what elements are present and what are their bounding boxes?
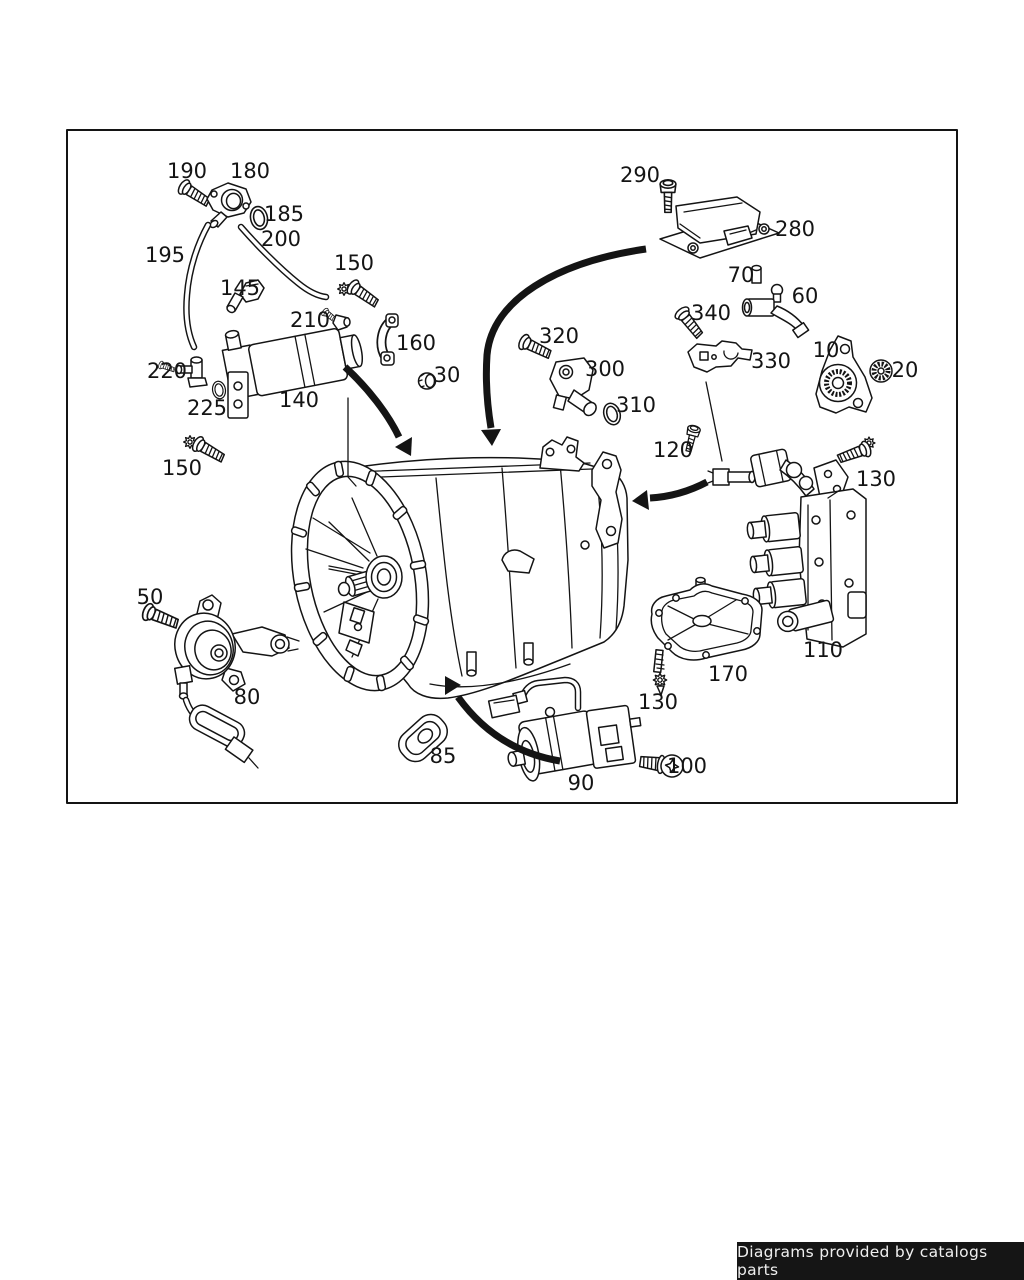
- pin-70: [751, 264, 762, 284]
- watermark-text: Diagrams provided by catalogs parts: [737, 1243, 988, 1279]
- sensor-300: [549, 357, 597, 417]
- part-label-290: 290: [620, 163, 660, 187]
- part-label-185: 185: [264, 202, 304, 226]
- reservoir-assembly: [157, 177, 437, 487]
- part-label-130-bottom: 130: [638, 690, 678, 714]
- solenoid-4: [777, 599, 835, 633]
- shift-actuator: [707, 448, 849, 501]
- screw-130-bottom: [652, 648, 668, 696]
- part-label-310: 310: [616, 393, 656, 417]
- part-label-340: 340: [691, 301, 731, 325]
- detent-bracket: [338, 601, 375, 657]
- part-label-150-bottom: 150: [162, 456, 202, 480]
- lever-60: [741, 283, 810, 339]
- part-label-110: 110: [803, 638, 843, 662]
- part-label-225: 225: [187, 396, 227, 420]
- part-label-90: 90: [568, 771, 595, 795]
- part-label-145: 145: [220, 276, 260, 300]
- part-label-300: 300: [585, 357, 625, 381]
- part-label-85: 85: [430, 744, 457, 768]
- transmission-housing: [290, 436, 629, 700]
- bracket-330: [687, 340, 753, 373]
- pointer-line-140: [347, 397, 357, 487]
- rear-mount-bracket: [591, 451, 623, 549]
- cover-plate-170: [650, 576, 763, 661]
- part-label-170: 170: [708, 662, 748, 686]
- guide-sleeve-180: [206, 182, 252, 229]
- control-module-assembly: [659, 179, 893, 462]
- nut-20: [869, 359, 893, 383]
- part-label-70: 70: [728, 263, 755, 287]
- watermark-bar: Diagrams provided by catalogs parts: [737, 1242, 1024, 1280]
- fitting-220: [157, 356, 208, 388]
- output-flange-10: [815, 335, 873, 414]
- part-label-10: 10: [813, 338, 840, 362]
- part-label-130-top: 130: [856, 467, 896, 491]
- flange-bolt-slots: [290, 460, 430, 692]
- fitting-210: [320, 306, 351, 331]
- part-label-210: 210: [290, 308, 330, 332]
- speed-sensor-assembly: [515, 332, 702, 454]
- part-label-50: 50: [137, 585, 164, 609]
- part-label-195: 195: [145, 243, 185, 267]
- part-label-60: 60: [792, 284, 819, 308]
- part-labels: 190 180 185 200 195 150 145 210 160 30 2…: [137, 159, 919, 795]
- part-label-80: 80: [234, 685, 261, 709]
- part-label-330: 330: [751, 349, 791, 373]
- input-shaft: [328, 555, 403, 599]
- torx-screw-100: [638, 754, 684, 778]
- pointer-line-330: [705, 381, 723, 462]
- plug-30: [417, 372, 437, 390]
- part-label-280: 280: [775, 217, 815, 241]
- part-label-180: 180: [230, 159, 270, 183]
- part-label-20: 20: [892, 358, 919, 382]
- sensor-145: [226, 279, 265, 314]
- control-module-280: [659, 196, 780, 259]
- part-label-190: 190: [167, 159, 207, 183]
- slave-cylinder-assembly: [139, 594, 449, 769]
- part-label-140: 140: [279, 388, 319, 412]
- slave-cylinder-80: [173, 594, 300, 769]
- part-label-320: 320: [539, 324, 579, 348]
- part-label-100: 100: [667, 754, 707, 778]
- sensor-connector: [224, 736, 254, 764]
- valve-body-110: [746, 488, 867, 648]
- part-label-160: 160: [396, 331, 436, 355]
- part-label-150-top: 150: [334, 251, 374, 275]
- part-label-30: 30: [434, 363, 461, 387]
- part-label-220: 220: [147, 359, 187, 383]
- fluid-reservoir-140: [221, 328, 364, 419]
- reference-arrows: [342, 245, 709, 765]
- solenoid-1: [746, 511, 801, 543]
- part-label-120: 120: [653, 438, 693, 462]
- grommet-85: [397, 713, 449, 763]
- solenoid-2: [749, 545, 804, 577]
- clamp-160: [376, 313, 399, 366]
- part-label-200: 200: [261, 227, 301, 251]
